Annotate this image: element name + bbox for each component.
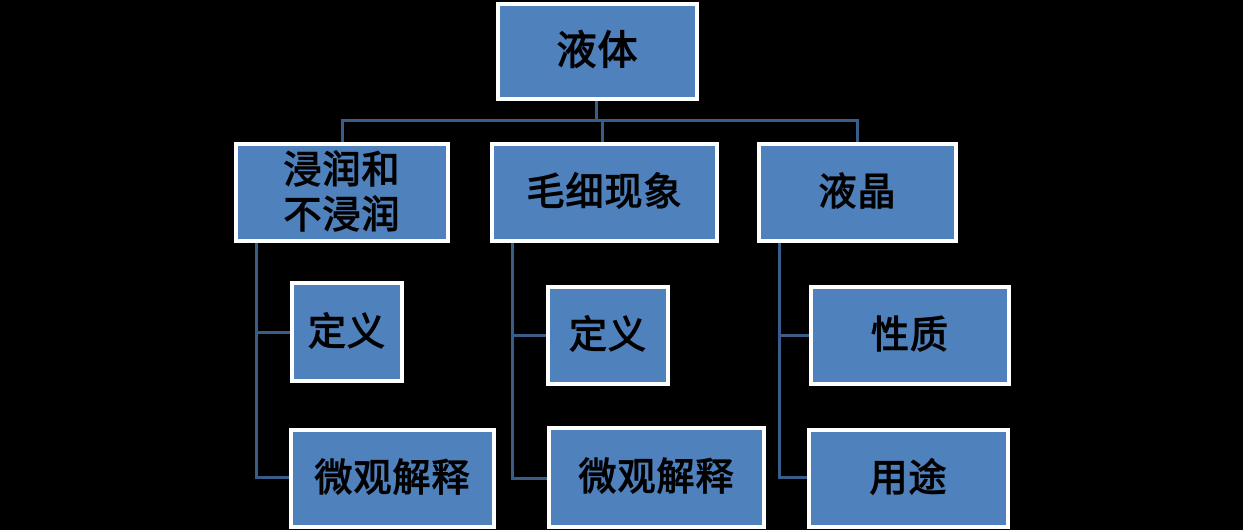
connector-main-horizontal xyxy=(341,119,859,122)
node-label: 定义 xyxy=(307,309,386,354)
connector-hang-liquid-crystal xyxy=(778,243,781,479)
node-micro-explanation-capillary: 微观解释 xyxy=(547,426,766,529)
node-label: 微观解释 xyxy=(578,455,735,500)
connector-stub-micro-2 xyxy=(511,477,549,480)
connector-stub-properties xyxy=(778,334,811,337)
node-wetting-and-nonwetting: 浸润和不浸润 xyxy=(234,142,450,243)
node-properties: 性质 xyxy=(809,285,1011,386)
connector-hang-capillary xyxy=(511,243,514,480)
node-label: 定义 xyxy=(568,313,647,358)
node-micro-explanation-wetting: 微观解释 xyxy=(289,428,496,529)
connector-stub-definition-1 xyxy=(255,331,292,334)
node-label: 微观解释 xyxy=(314,456,471,501)
node-capillary-phenomenon: 毛细现象 xyxy=(490,142,719,243)
connector-root-stub xyxy=(595,101,598,121)
connector-drop-capillary xyxy=(601,119,604,142)
node-label: 液晶 xyxy=(818,170,897,215)
node-uses: 用途 xyxy=(807,428,1010,529)
connector-stub-uses xyxy=(778,476,809,479)
node-definition-capillary: 定义 xyxy=(546,285,670,386)
connector-stub-definition-2 xyxy=(511,334,548,337)
connector-hang-wetting xyxy=(255,243,258,479)
connector-stub-micro-1 xyxy=(255,476,291,479)
connector-drop-wetting xyxy=(341,119,344,142)
node-label: 用途 xyxy=(869,456,948,501)
node-label: 性质 xyxy=(870,313,949,358)
node-liquid: 液体 xyxy=(496,2,699,101)
node-label: 毛细现象 xyxy=(526,170,683,215)
node-label: 浸润和不浸润 xyxy=(283,147,401,237)
node-label: 液体 xyxy=(556,27,639,74)
node-liquid-crystal: 液晶 xyxy=(757,142,958,243)
connector-drop-liquid-crystal xyxy=(856,119,859,142)
node-definition-wetting: 定义 xyxy=(290,281,404,383)
